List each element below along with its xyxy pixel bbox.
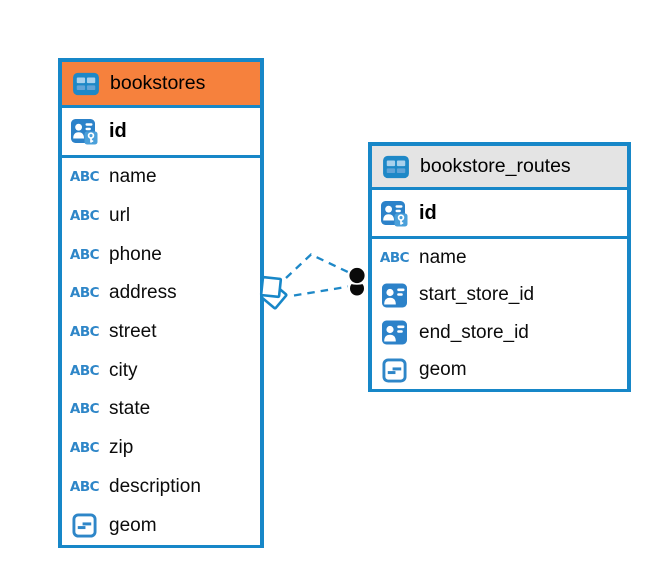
- varchar-icon: ABC: [69, 478, 100, 495]
- table-header-bookstore-routes[interactable]: bookstore_routes: [372, 146, 627, 190]
- column-label: geom: [419, 359, 467, 381]
- relation-marker-dot[interactable]: [346, 266, 368, 298]
- column-label: city: [109, 359, 138, 381]
- table-title: bookstores: [110, 72, 206, 94]
- column-row[interactable]: geom: [62, 506, 260, 545]
- column-label: state: [109, 398, 151, 420]
- column-row[interactable]: ABC address: [62, 274, 260, 313]
- varchar-icon: ABC: [69, 401, 100, 418]
- column-label: zip: [109, 437, 134, 459]
- varchar-icon: ABC: [69, 324, 100, 341]
- column-label: description: [109, 475, 201, 497]
- column-row[interactable]: ABC zip: [62, 428, 260, 468]
- column-label: name: [109, 166, 157, 188]
- column-row[interactable]: ABC name: [372, 239, 627, 277]
- column-label: geom: [109, 514, 157, 536]
- entity-table-bookstores[interactable]: bookstores id ABC name: [58, 58, 264, 548]
- column-row[interactable]: ABC phone: [62, 235, 260, 275]
- varchar-icon: ABC: [69, 246, 100, 263]
- column-row[interactable]: geom: [372, 351, 627, 389]
- column-label: street: [109, 321, 157, 343]
- relation-marker-squares[interactable]: [259, 275, 288, 310]
- column-row-pk[interactable]: id: [62, 108, 260, 158]
- geometry-icon: [69, 513, 100, 538]
- primary-key-icon: [69, 117, 100, 146]
- column-label: url: [109, 205, 131, 227]
- varchar-icon: ABC: [69, 285, 100, 302]
- varchar-icon: ABC: [69, 169, 100, 186]
- column-label: id: [419, 201, 437, 224]
- primary-key-icon: [379, 199, 410, 228]
- column-label: end_store_id: [419, 321, 529, 343]
- column-row[interactable]: start_store_id: [372, 276, 627, 314]
- relation-line-upper: [285, 253, 352, 279]
- column-row[interactable]: end_store_id: [372, 314, 627, 352]
- varchar-icon: ABC: [69, 362, 100, 379]
- column-row[interactable]: ABC url: [62, 196, 260, 236]
- column-label: start_store_id: [419, 284, 535, 306]
- foreign-key-icon: [379, 282, 410, 309]
- column-label: phone: [109, 243, 162, 265]
- column-row[interactable]: ABC state: [62, 390, 260, 429]
- entity-table-bookstore-routes[interactable]: bookstore_routes id ABC name: [368, 142, 631, 392]
- geometry-icon: [379, 358, 410, 383]
- table-icon: [380, 155, 411, 179]
- column-label: id: [109, 120, 127, 142]
- column-row[interactable]: ABC city: [62, 351, 260, 391]
- varchar-icon: ABC: [69, 208, 100, 225]
- column-label: address: [109, 282, 177, 304]
- column-row[interactable]: ABC name: [62, 158, 260, 197]
- varchar-icon: ABC: [69, 440, 100, 457]
- column-row[interactable]: ABC street: [62, 312, 260, 352]
- varchar-icon: ABC: [379, 249, 410, 266]
- foreign-key-icon: [379, 319, 410, 346]
- relation-line-lower: [293, 285, 350, 297]
- column-label: name: [419, 246, 467, 268]
- table-title: bookstore_routes: [420, 155, 571, 177]
- table-icon: [70, 72, 101, 96]
- column-row-pk[interactable]: id: [372, 190, 627, 239]
- table-header-bookstores[interactable]: bookstores: [62, 62, 260, 108]
- column-row[interactable]: ABC description: [62, 467, 260, 507]
